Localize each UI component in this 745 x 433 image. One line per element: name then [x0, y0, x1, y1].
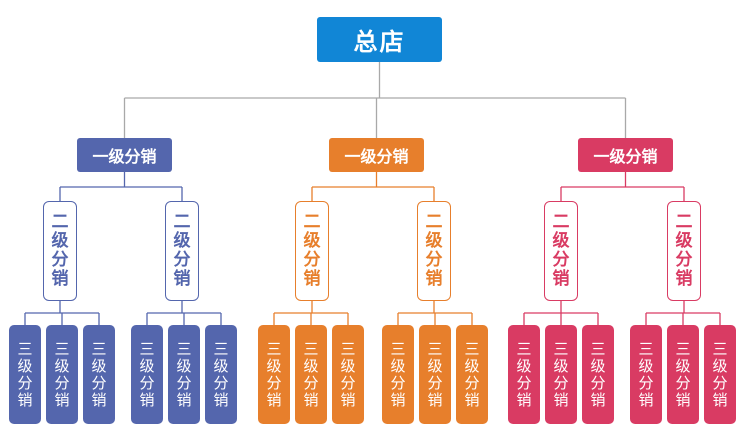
- level2-node-3-1: 二级分销: [544, 201, 578, 301]
- level3-node-1-2-1: 三级分销: [131, 325, 163, 424]
- level3-node-3-1-2: 三级分销: [545, 325, 577, 424]
- level3-node-1-2-3: 三级分销: [205, 325, 237, 424]
- level3-node-2-2-3: 三级分销: [456, 325, 488, 424]
- level2-node-1-1: 二级分销: [43, 201, 77, 301]
- level2-node-2-1: 二级分销: [295, 201, 329, 301]
- level3-node-2-1-2: 三级分销: [295, 325, 327, 424]
- level2-node-3-2: 二级分销: [667, 201, 701, 301]
- level3-node-3-1-3: 三级分销: [582, 325, 614, 424]
- level3-node-3-2-3: 三级分销: [704, 325, 736, 424]
- level3-node-3-2-2: 三级分销: [667, 325, 699, 424]
- level3-node-2-2-1: 三级分销: [382, 325, 414, 424]
- level3-node-2-1-3: 三级分销: [332, 325, 364, 424]
- level3-node-1-1-1: 三级分销: [9, 325, 41, 424]
- level3-node-3-2-1: 三级分销: [630, 325, 662, 424]
- level1-node-1: 一级分销: [77, 138, 172, 172]
- level3-node-1-1-3: 三级分销: [83, 325, 115, 424]
- level2-node-2-2: 二级分销: [417, 201, 451, 301]
- level3-node-3-1-1: 三级分销: [508, 325, 540, 424]
- level1-node-2: 一级分销: [329, 138, 424, 172]
- level1-node-3: 一级分销: [578, 138, 673, 172]
- level3-node-1-2-2: 三级分销: [168, 325, 200, 424]
- level3-node-2-1-1: 三级分销: [258, 325, 290, 424]
- level3-node-1-1-2: 三级分销: [46, 325, 78, 424]
- level3-node-2-2-2: 三级分销: [419, 325, 451, 424]
- level2-node-1-2: 二级分销: [165, 201, 199, 301]
- root-node: 总店: [317, 17, 442, 62]
